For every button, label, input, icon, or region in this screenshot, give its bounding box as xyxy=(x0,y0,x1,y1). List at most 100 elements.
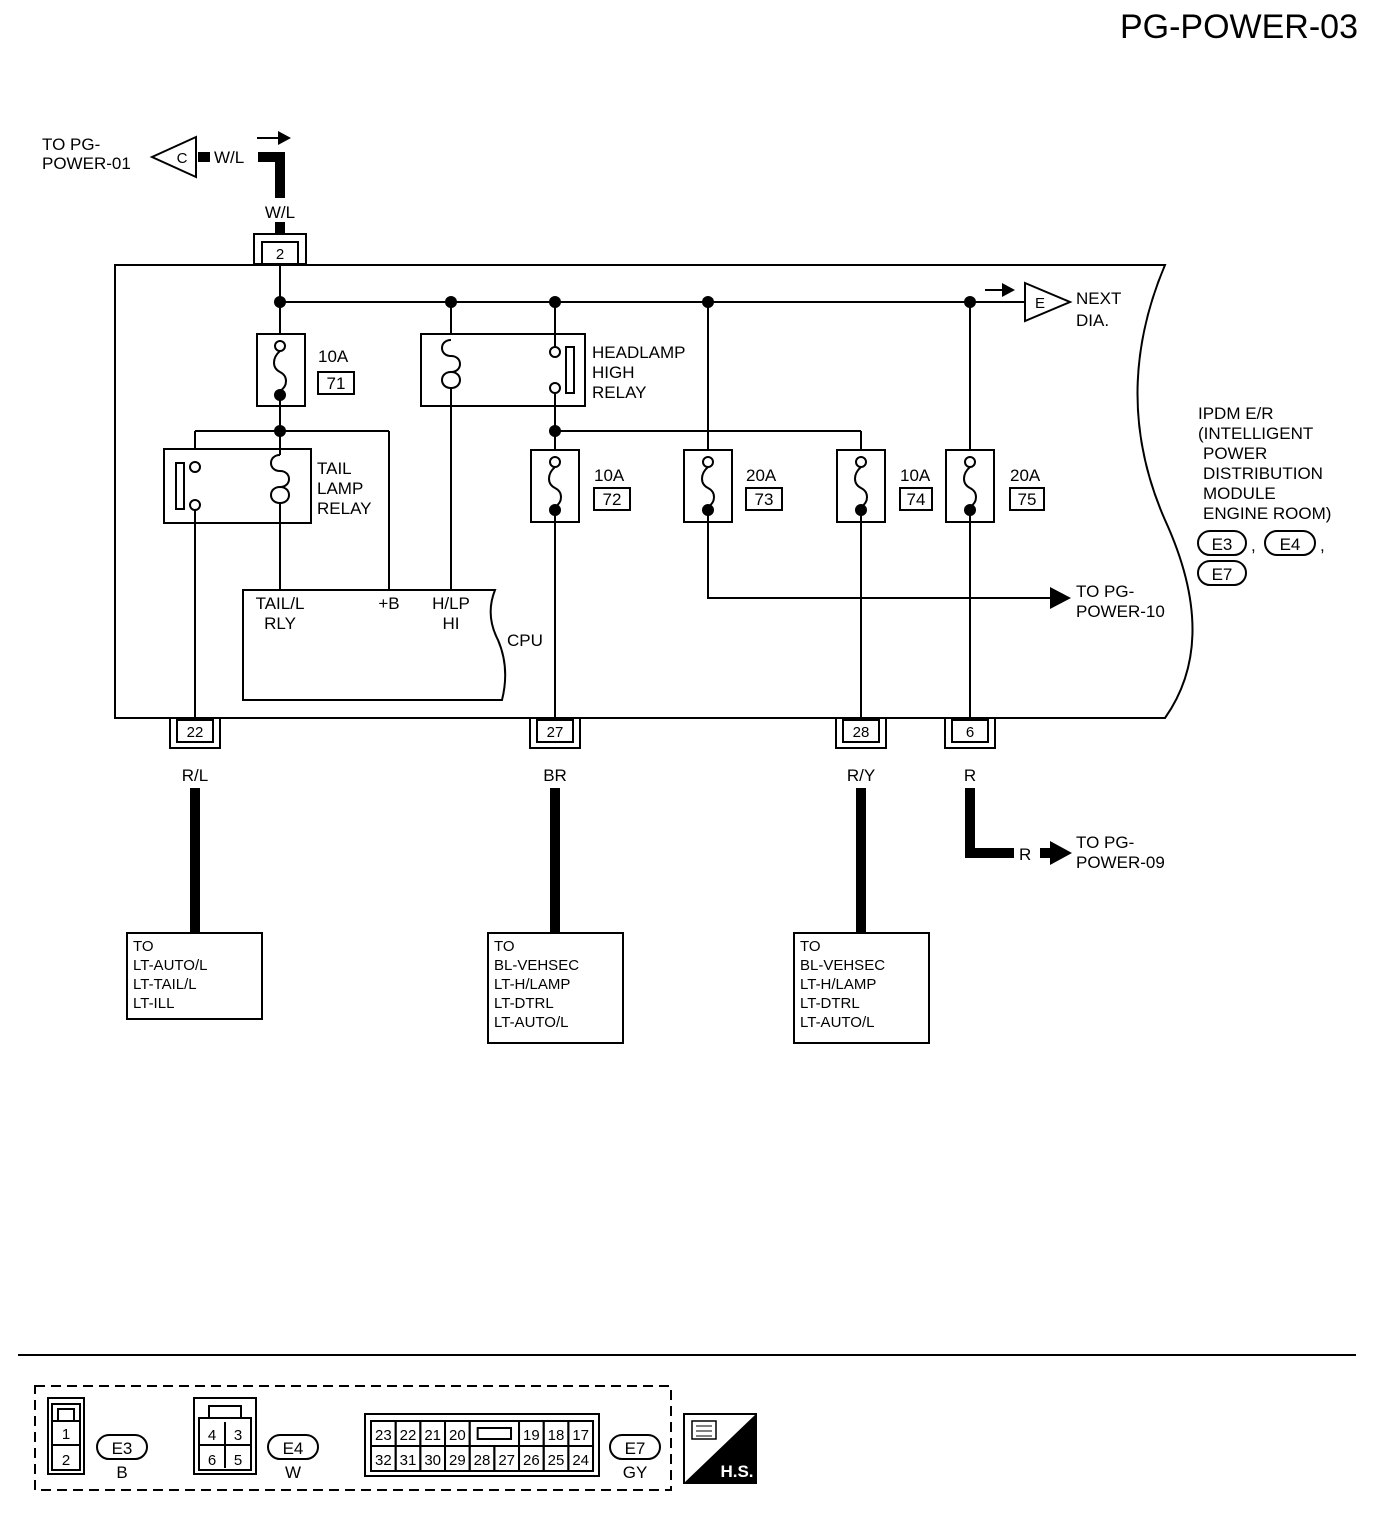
dest-line-2: POWER-01 xyxy=(42,154,131,173)
page-title: PG-POWER-03 xyxy=(1120,8,1358,46)
pin-number: 20 xyxy=(449,1427,466,1444)
connector-id-e3 xyxy=(1197,530,1247,556)
pin-number: 26 xyxy=(523,1452,540,1469)
terminal-number: 27 xyxy=(547,724,564,741)
terminal-28: 28 xyxy=(835,717,887,749)
connector-id-e7 xyxy=(1197,560,1247,586)
fuse-71: 10A 71 xyxy=(256,302,355,407)
dest-line-1: TO PG- xyxy=(1076,833,1134,852)
terminal-number: 2 xyxy=(276,246,284,263)
connector-id-badge xyxy=(267,1434,319,1460)
dest-line: LT-DTRL xyxy=(494,995,554,1012)
dest-line: LT-H/LAMP xyxy=(800,976,876,993)
fuse-element-icon xyxy=(273,350,287,392)
connector-id: E3 xyxy=(1212,535,1233,554)
next-label-2: DIA. xyxy=(1076,311,1109,330)
pin-number: 23 xyxy=(375,1427,392,1444)
cpu-pin-label: TAIL/L xyxy=(256,594,305,613)
wire-to-power-10 xyxy=(707,510,1050,599)
relay-label: RELAY xyxy=(592,383,647,402)
dest-line: LT-AUTO/L xyxy=(133,957,207,974)
fuse-element-icon xyxy=(963,466,977,508)
hs-label: H.S. xyxy=(720,1462,753,1481)
pin-number: 21 xyxy=(424,1427,441,1444)
tail-lamp-relay: TAIL LAMP RELAY xyxy=(163,431,372,524)
fuse-rating: 20A xyxy=(746,466,777,485)
cpu-pin-label: H/LP xyxy=(432,594,470,613)
pin-number: 28 xyxy=(474,1452,491,1469)
fuse-rating: 10A xyxy=(900,466,931,485)
module-label: IPDM E/R (INTELLIGENT POWER DISTRIBUTION… xyxy=(1197,404,1331,586)
wire-color-label: W/L xyxy=(214,148,244,167)
pin-number: 25 xyxy=(548,1452,565,1469)
dest-line: LT-H/LAMP xyxy=(494,976,570,993)
module-label-line: (INTELLIGENT xyxy=(1198,424,1313,443)
module-outline xyxy=(114,264,1194,719)
pin-number: 4 xyxy=(208,1427,216,1444)
wire-color-label: R xyxy=(964,766,976,785)
connector-e-next-dia: E NEXT DIA. xyxy=(985,281,1121,330)
fuse-terminal xyxy=(549,456,561,468)
terminal-number: 6 xyxy=(966,724,974,741)
connector-id-e4 xyxy=(1264,530,1316,556)
dest-line: LT-DTRL xyxy=(800,995,860,1012)
fuse-terminal xyxy=(855,456,867,468)
pin-number: 30 xyxy=(424,1452,441,1469)
terminal-27: 27 xyxy=(529,717,581,749)
pin-number: 24 xyxy=(572,1452,589,1469)
connector-icon xyxy=(691,1420,717,1440)
key-slot-icon xyxy=(476,1427,513,1440)
pin-number: 32 xyxy=(375,1452,392,1469)
pin-cell xyxy=(567,1445,595,1472)
dest-line: TO xyxy=(494,938,515,955)
relay-label: RELAY xyxy=(317,499,372,518)
dest-line: LT-AUTO/L xyxy=(800,1014,874,1031)
relay-contact xyxy=(565,346,575,394)
module-label-line: DISTRIBUTION xyxy=(1203,464,1323,483)
separator: , xyxy=(1320,536,1325,555)
wire-color-label: R xyxy=(1019,845,1031,864)
pin-number: 17 xyxy=(572,1427,589,1444)
latch-icon xyxy=(208,1405,242,1418)
pin-number: 3 xyxy=(234,1427,242,1444)
relay-terminal xyxy=(189,461,201,473)
relay-terminal xyxy=(549,382,561,394)
arrow-right-icon xyxy=(1050,587,1071,609)
connector-id: E7 xyxy=(1212,565,1233,584)
module-label-line: MODULE xyxy=(1203,484,1276,503)
direction-arrow-icon xyxy=(1002,283,1015,297)
pin-number: 29 xyxy=(449,1452,466,1469)
module-label-line: IPDM E/R xyxy=(1198,404,1274,423)
separator: , xyxy=(1251,536,1256,555)
pin-number: 2 xyxy=(62,1452,70,1469)
latch-icon xyxy=(57,1408,75,1421)
connector-color: B xyxy=(116,1463,127,1482)
connector-e-flag xyxy=(1024,281,1073,323)
next-label-1: NEXT xyxy=(1076,289,1121,308)
fuse-rating: 10A xyxy=(594,466,625,485)
cpu-pin-label: RLY xyxy=(264,614,296,633)
relay-contact xyxy=(175,462,185,510)
dest-line-2: POWER-10 xyxy=(1076,602,1165,621)
wire-color-label: R/Y xyxy=(847,766,875,785)
terminal-22: 22 xyxy=(169,717,221,749)
relay-label: HEADLAMP xyxy=(592,343,686,362)
connector-c-flag xyxy=(149,135,197,179)
pin-number: 5 xyxy=(234,1452,242,1469)
terminal-number: 28 xyxy=(853,724,870,741)
dest-line: LT-AUTO/L xyxy=(494,1014,568,1031)
fuse-element-icon xyxy=(548,466,562,508)
dest-line: BL-VEHSEC xyxy=(494,957,579,974)
hs-corner-fill xyxy=(684,1414,756,1483)
relay-label: TAIL xyxy=(317,459,352,478)
cpu-block: TAIL/L RLY +B H/LP HI CPU xyxy=(242,589,543,701)
wire-r xyxy=(965,788,1014,858)
pin-number: 1 xyxy=(62,1426,70,1443)
connector-id: E3 xyxy=(112,1439,133,1458)
connector-id-badge xyxy=(96,1434,148,1460)
arrow-right-icon xyxy=(1050,841,1072,865)
pin-number: 27 xyxy=(498,1452,515,1469)
fuse-number: 71 xyxy=(327,374,346,393)
